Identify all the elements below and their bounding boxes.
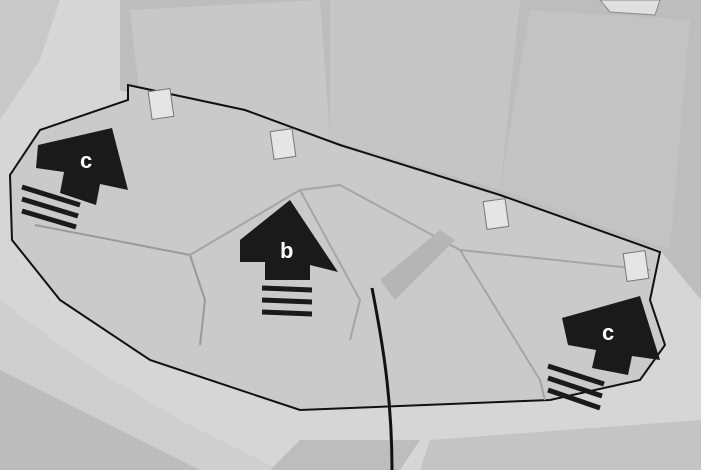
isofix-tab-4 [623,251,649,282]
isofix-tab-3 [483,199,509,230]
arrow-b-label: b [280,238,293,263]
arrow-b-stripe-1 [262,288,312,290]
arrow-c-left-label: c [80,148,92,173]
arrow-b-stripe-3 [262,312,312,314]
arrow-c-right-label: c [602,320,614,345]
isofix-tab-2 [270,129,296,160]
isofix-tab-1 [148,89,174,120]
arrow-b-stripe-2 [262,300,312,302]
